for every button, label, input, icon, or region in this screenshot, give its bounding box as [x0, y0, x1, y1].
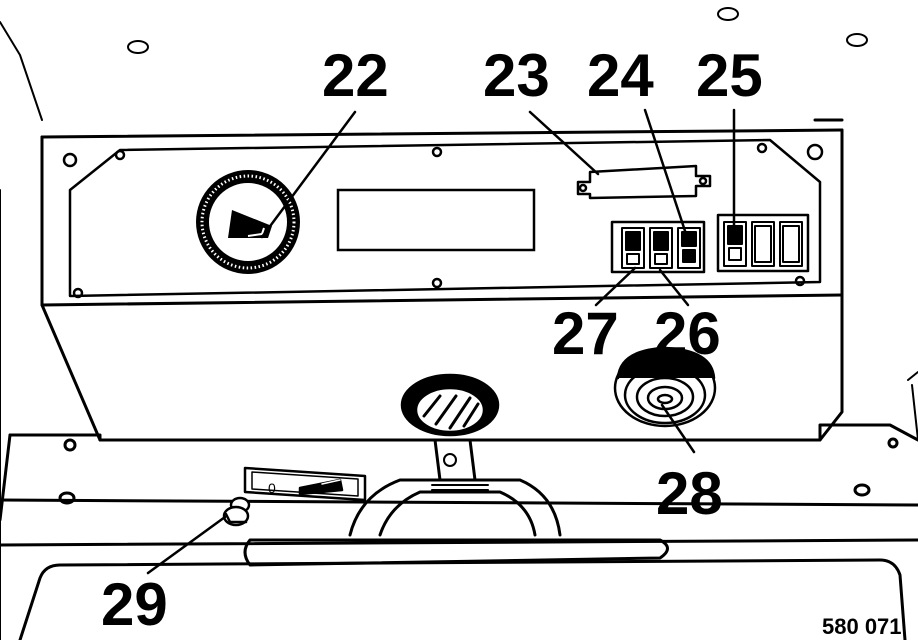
leader-24 — [643, 108, 690, 242]
blank-switch-1 — [751, 221, 775, 267]
callout-23: 23 — [483, 42, 550, 109]
rocker-switch-left — [621, 227, 645, 269]
callout-26: 26 — [654, 300, 721, 367]
blank-switch-2 — [779, 221, 803, 267]
front-panel-plate — [62, 138, 824, 299]
background-outline — [0, 7, 918, 640]
leader-23 — [528, 110, 600, 176]
rocker-switch-right-block — [723, 221, 747, 267]
callout-24: 24 — [587, 42, 654, 109]
small-knob — [222, 496, 251, 527]
callout-28: 28 — [656, 460, 723, 527]
callout-27: 27 — [552, 300, 619, 367]
indicator-slot — [243, 466, 367, 502]
lower-opening — [18, 558, 907, 640]
grab-handle — [243, 438, 669, 567]
upper-slot — [576, 164, 712, 200]
figure-reference: 580 071 — [822, 614, 902, 639]
display-window — [336, 188, 536, 252]
leader-22 — [260, 110, 357, 239]
round-loudspeaker — [613, 346, 717, 428]
air-vent — [400, 373, 500, 437]
leader-lines — [146, 108, 736, 575]
leader-27 — [594, 266, 637, 307]
lower-dashboard — [0, 423, 918, 547]
rotary-knob — [196, 170, 300, 274]
leader-29 — [146, 515, 227, 575]
callout-25: 25 — [696, 42, 763, 109]
leader-26 — [658, 268, 690, 307]
indicator-marking: 0 — [268, 480, 276, 496]
callout-22: 22 — [322, 42, 389, 109]
leader-28 — [660, 403, 696, 454]
right-switch-block — [716, 213, 810, 273]
callout-29: 29 — [101, 571, 168, 638]
left-switch-group — [610, 220, 706, 274]
rocker-switch-right-group-left — [677, 227, 701, 269]
rocker-switch-middle — [649, 227, 673, 269]
